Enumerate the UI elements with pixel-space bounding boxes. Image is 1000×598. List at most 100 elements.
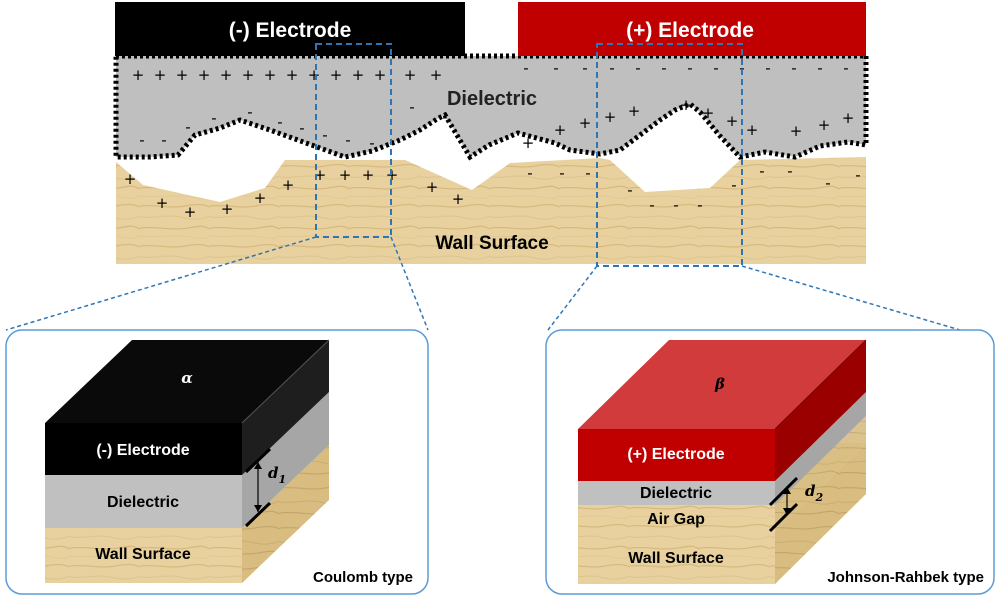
positive-charge: +: [220, 66, 233, 84]
negative-charge: -: [673, 196, 678, 214]
charge-markers: ++++++++++++++++++++++++++++++++++++++--…: [124, 59, 861, 221]
negative-charge: -: [299, 119, 304, 137]
negative-charge: -: [277, 113, 282, 131]
positive-charge: +: [282, 176, 295, 194]
alpha-symbol: α: [181, 369, 193, 387]
negative-charge: -: [787, 162, 792, 180]
positive-charge: +: [404, 66, 417, 84]
positive-charge: +: [184, 203, 197, 221]
negative-charge: -: [817, 59, 822, 77]
negative-charge: -: [765, 59, 770, 77]
negative-charge: -: [322, 126, 327, 144]
negative-charge: -: [185, 118, 190, 136]
negative-charge: -: [713, 59, 718, 77]
jr-wall-label: Wall Surface: [628, 550, 724, 567]
positive-charge: +: [242, 66, 255, 84]
positive-charge: +: [308, 66, 321, 84]
d2-gap-marker: [768, 476, 799, 533]
positive-charge: +: [176, 66, 189, 84]
jr-electrode-label: (+) Electrode: [627, 446, 724, 463]
negative-charge: -: [635, 59, 640, 77]
positive-charge: +: [254, 189, 267, 207]
negative-charge: -: [409, 98, 414, 116]
pos-electrode-label: (+) Electrode: [626, 19, 754, 42]
negative-charge: -: [855, 166, 860, 184]
positive-charge: +: [154, 66, 167, 84]
positive-charge: +: [628, 102, 641, 120]
coulomb-type-label: Coulomb type: [313, 569, 413, 586]
positive-charge: +: [554, 121, 567, 139]
negative-charge: -: [697, 196, 702, 214]
zoom-box-right: [596, 43, 743, 267]
negative-charge: -: [139, 131, 144, 149]
coulomb-wall-label: Wall Surface: [95, 546, 191, 563]
positive-charge: +: [426, 178, 439, 196]
positive-charge: +: [522, 134, 535, 152]
coulomb-electrode-label: (-) Electrode: [96, 442, 189, 459]
positive-charge: +: [352, 66, 365, 84]
positive-charge: +: [842, 109, 855, 127]
positive-charge: +: [286, 66, 299, 84]
positive-charge: +: [430, 66, 443, 84]
dielectric-label: Dielectric: [447, 88, 537, 110]
d2-label: d2: [805, 482, 824, 504]
positive-charge: +: [726, 112, 739, 130]
negative-charge: -: [609, 59, 614, 77]
jr-type-label: Johnson-Rahbek type: [827, 569, 984, 586]
negative-charge: -: [759, 162, 764, 180]
positive-charge: +: [579, 114, 592, 132]
positive-charge: +: [124, 170, 137, 188]
negative-charge: -: [345, 131, 350, 149]
negative-charge: -: [843, 59, 848, 77]
wall-surface-label: Wall Surface: [435, 233, 548, 254]
wall-surface-region: [116, 157, 866, 264]
negative-charge: -: [247, 103, 252, 121]
d1-label: d1: [268, 464, 286, 486]
positive-charge: +: [374, 66, 387, 84]
positive-charge: +: [221, 200, 234, 218]
negative-charge: -: [211, 109, 216, 127]
positive-charge: +: [604, 108, 617, 126]
zoom-connector-right-a: [547, 265, 598, 331]
positive-charge: +: [132, 66, 145, 84]
negative-charge: -: [369, 134, 374, 152]
positive-charge: +: [790, 122, 803, 140]
negative-charge: -: [687, 59, 692, 77]
positive-charge: +: [362, 166, 375, 184]
negative-charge: -: [553, 59, 558, 77]
positive-charge: +: [680, 96, 693, 114]
negative-charge: -: [559, 164, 564, 182]
coulomb-block: [45, 339, 330, 583]
dielectric-layer: [113, 53, 869, 161]
jr-air-gap-label: Air Gap: [647, 511, 705, 528]
negative-charge: -: [442, 108, 447, 126]
positive-charge: +: [746, 121, 759, 139]
negative-charge: -: [649, 196, 654, 214]
zoom-connector-right-b: [741, 265, 961, 331]
positive-charge: +: [702, 104, 715, 122]
negative-charge: -: [523, 59, 528, 77]
positive-electrode: [518, 2, 866, 56]
jr-dielectric-label: Dielectric: [640, 485, 712, 502]
beta-symbol: β: [714, 375, 725, 393]
positive-charge: +: [264, 66, 277, 84]
zoom-connector-left-a: [5, 236, 317, 331]
neg-electrode-label: (-) Electrode: [229, 19, 352, 42]
negative-charge: -: [585, 164, 590, 182]
negative-charge: -: [527, 164, 532, 182]
positive-charge: +: [330, 66, 343, 84]
negative-charge: -: [731, 176, 736, 194]
negative-charge: -: [661, 59, 666, 77]
zoom-box-left: [315, 43, 392, 238]
positive-charge: +: [818, 116, 831, 134]
jr-block: [578, 339, 867, 584]
positive-charge: +: [452, 190, 465, 208]
negative-charge: -: [791, 59, 796, 77]
positive-charge: +: [339, 166, 352, 184]
zoom-connector-left-b: [390, 236, 429, 331]
negative-charge: -: [582, 59, 587, 77]
coulomb-dielectric-label: Dielectric: [107, 494, 179, 511]
positive-charge: +: [198, 66, 211, 84]
negative-charge: -: [627, 181, 632, 199]
d1-gap-marker: [244, 447, 272, 528]
